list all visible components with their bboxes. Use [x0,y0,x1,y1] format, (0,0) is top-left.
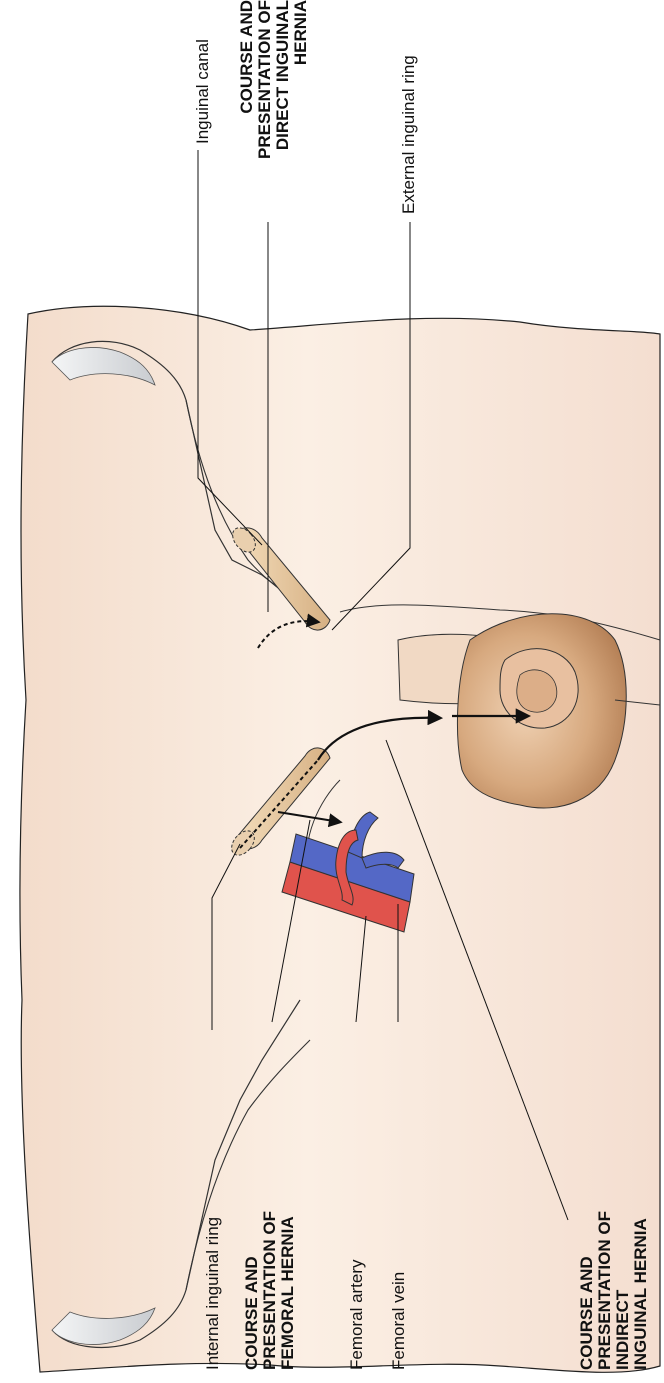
label-indirect-hernia: COURSE AND PRESENTATION OF INDIRECT INGU… [578,1211,650,1370]
label-inguinal-canal: Inguinal canal [194,39,211,144]
label-femoral-vein: Femoral vein [390,1272,407,1370]
label-external-ring: External inguinal ring [400,55,417,214]
label-femoral-hernia: COURSE AND PRESENTATION OF FEMORAL HERNI… [243,1211,297,1370]
label-direct-hernia: COURSE AND PRESENTATION OF DIRECT INGUIN… [238,0,310,214]
label-femoral-artery: Femoral artery [348,1259,365,1370]
label-internal-ring: Internal inguinal ring [204,1217,221,1370]
body-silhouette [20,306,660,1372]
glans-inner [517,670,557,712]
